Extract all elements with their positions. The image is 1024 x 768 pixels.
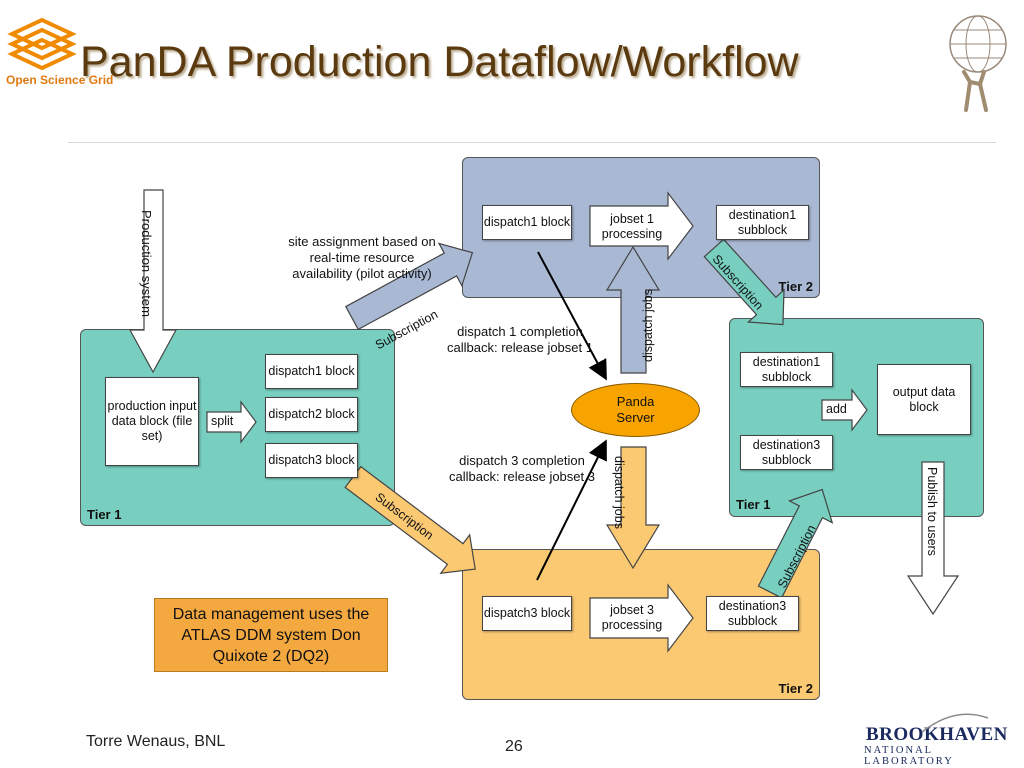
subscription-lower-right-arrow — [757, 488, 834, 599]
jobset3-label: jobset 3 processing — [601, 603, 663, 632]
page-number: 26 — [505, 738, 523, 755]
data-management-text: Data management uses the ATLAS DDM syste… — [172, 605, 370, 665]
split-arrow — [206, 400, 257, 444]
dispatch1-block-left: dispatch1 block — [265, 354, 358, 389]
tier-label: Tier 2 — [778, 681, 813, 696]
publish-arrow — [906, 461, 960, 616]
atlas-globe-icon — [949, 15, 1007, 112]
production-system-arrow — [128, 189, 178, 374]
production-system-label: Production system — [139, 210, 154, 317]
bnl-logo-name: BROOKHAVEN — [866, 724, 1008, 745]
subscription-upper-left-arrow — [344, 242, 474, 331]
dispatch1-callback-note: dispatch 1 completion callback: release … — [447, 324, 593, 355]
panda-server: Panda Server — [571, 383, 700, 437]
callback-arrow-3 — [536, 439, 607, 581]
publish-label: Publish to users — [925, 467, 939, 556]
footer-author: Torre Wenaus, BNL — [86, 733, 226, 750]
page-title: PanDA Production Dataflow/Workflow — [80, 38, 799, 86]
tier-label: Tier 1 — [736, 497, 771, 512]
bnl-logo-sub: NATIONAL LABORATORY — [864, 745, 954, 767]
jobset1-arrow — [589, 191, 694, 261]
callback-arrow-1 — [537, 251, 607, 381]
add-label: add — [826, 402, 847, 416]
add-arrow — [821, 388, 868, 432]
dispatch3-block-left: dispatch3 block — [265, 443, 358, 478]
dispatch-jobs-up-label: dispatch jobs — [641, 289, 655, 362]
dispatch-jobs-up-arrow — [605, 245, 661, 374]
tier-label: Tier 2 — [778, 279, 813, 294]
site-assignment-note: site assignment based on real-time resou… — [288, 234, 436, 281]
tier-label: Tier 1 — [87, 507, 122, 522]
split-label: split — [211, 414, 234, 428]
panda-server-label: Panda Server — [616, 394, 655, 425]
dispatch1-block-top: dispatch1 block — [482, 205, 572, 240]
osg-logo-text: Open Science Grid — [6, 73, 114, 87]
destination1-subblock-right: destination1 subblock — [740, 352, 833, 387]
jobset3-arrow — [589, 583, 694, 653]
output-data-block: output data block — [877, 364, 971, 435]
title-divider — [68, 142, 996, 143]
destination3-subblock-bottom: destination3 subblock — [706, 596, 799, 631]
dispatch-jobs-down-label: dispatch jobs — [612, 456, 626, 529]
dispatch2-block-left: dispatch2 block — [265, 397, 358, 432]
subscription-upper-right-arrow — [703, 238, 785, 326]
subscription-lower-left-arrow — [344, 465, 476, 574]
destination1-subblock-top: destination1 subblock — [716, 205, 809, 240]
dispatch3-callback-note: dispatch 3 completion callback: release … — [449, 453, 595, 484]
dispatch-jobs-down-arrow — [605, 446, 661, 570]
osg-logo-icon — [7, 17, 77, 71]
production-input-box: production input data block (file set) — [105, 377, 199, 466]
jobset1-label: jobset 1 processing — [601, 212, 663, 241]
destination3-subblock-right: destination3 subblock — [740, 435, 833, 470]
data-management-note: Data management uses the ATLAS DDM syste… — [154, 598, 388, 672]
dispatch3-block-bottom: dispatch3 block — [482, 596, 572, 631]
bnl-swoosh-icon — [921, 713, 989, 733]
